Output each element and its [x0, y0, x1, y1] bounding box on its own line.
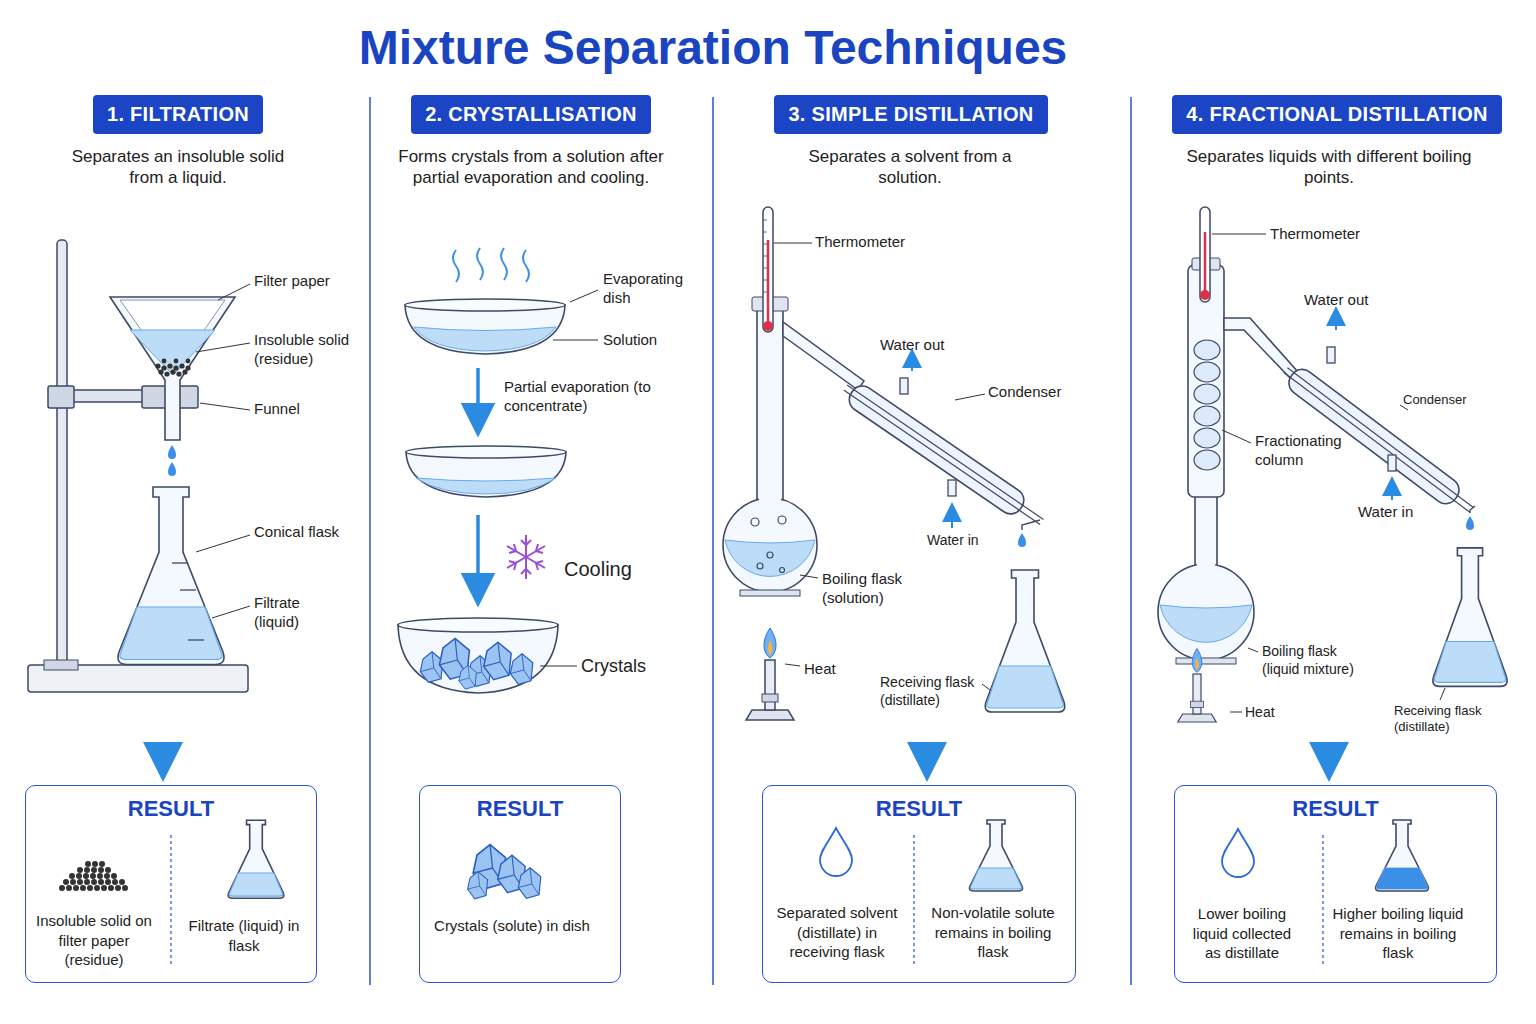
part-label: Thermometer — [1270, 225, 1360, 244]
result-heading: RESULT — [420, 796, 620, 822]
result-text: Non-volatile solute remains in boiling f… — [921, 903, 1066, 962]
part-label: Solution — [603, 331, 657, 350]
part-label: Receiving flask (distillate) — [1394, 703, 1494, 736]
part-label: Fractionating column — [1255, 432, 1375, 470]
part-label: Funnel — [254, 400, 300, 419]
part-label: Boiling flask (liquid mixture) — [1262, 643, 1377, 678]
result-text: Higher boiling liquid remains in boiling… — [1331, 904, 1466, 963]
part-label: Partial evaporation (to concentrate) — [504, 378, 674, 416]
section-badge: 3. SIMPLE DISTILLATION — [774, 95, 1047, 134]
result-text: Filtrate (liquid) in flask — [182, 916, 307, 955]
part-label: Filter paper — [254, 272, 330, 291]
section-badge: 1. FILTRATION — [93, 95, 263, 134]
result-text: Insoluble solid on filter paper (residue… — [32, 911, 157, 970]
result-box: RESULT Separated solvent (distillate) in … — [762, 785, 1076, 983]
part-label: Insoluble solid (residue) — [254, 331, 364, 369]
result-box: RESULT Crystals (solute) in dish — [419, 785, 621, 983]
result-text: Crystals (solute) in dish — [427, 916, 597, 936]
part-label: Cooling — [564, 557, 632, 582]
result-heading: RESULT — [26, 796, 316, 822]
result-box: RESULT Insoluble solid on filter paper (r… — [25, 785, 317, 983]
badge-text: 4. FRACTIONAL DISTILLATION — [1186, 103, 1488, 125]
result-text: Separated solvent (distillate) in receiv… — [770, 903, 905, 962]
badge-text: 2. CRYSTALLISATION — [425, 103, 637, 125]
part-label: Condenser — [988, 383, 1061, 402]
part-label: Receiving flask (distillate) — [880, 674, 995, 709]
badge-text: 1. FILTRATION — [107, 103, 249, 125]
part-label: Conical flask — [254, 523, 339, 542]
part-label: Thermometer — [815, 233, 905, 252]
part-label: Water in — [1358, 503, 1413, 522]
part-label: Boiling flask (solution) — [822, 570, 932, 608]
part-label: Heat — [804, 660, 836, 679]
part-label: Crystals — [581, 655, 646, 678]
part-label: Separates an insoluble solid from a liqu… — [58, 146, 298, 189]
result-box: RESULT Lower boiling liquid collected as … — [1174, 785, 1497, 983]
section-badge: 2. CRYSTALLISATION — [411, 95, 651, 134]
part-label: Condenser — [1403, 392, 1467, 408]
part-label: Separates liquids with different boiling… — [1184, 146, 1474, 189]
result-text: Lower boiling liquid collected as distil… — [1183, 904, 1301, 963]
title: Mixture Separation Techniques — [359, 18, 1068, 78]
part-label: Filtrate (liquid) — [254, 594, 344, 632]
part-label: Water out — [1304, 291, 1368, 310]
result-heading: RESULT — [1175, 796, 1496, 822]
result-heading: RESULT — [763, 796, 1075, 822]
badge-text: 3. SIMPLE DISTILLATION — [788, 103, 1033, 125]
part-label: Heat — [1245, 704, 1275, 722]
part-label: Water in — [927, 532, 979, 550]
part-label: Separates a solvent from a solution. — [790, 146, 1030, 189]
section-badge: 4. FRACTIONAL DISTILLATION — [1172, 95, 1502, 134]
part-label: Forms crystals from a solution after par… — [386, 146, 676, 189]
part-label: Evaporating dish — [603, 270, 698, 308]
part-label: Water out — [880, 336, 944, 355]
